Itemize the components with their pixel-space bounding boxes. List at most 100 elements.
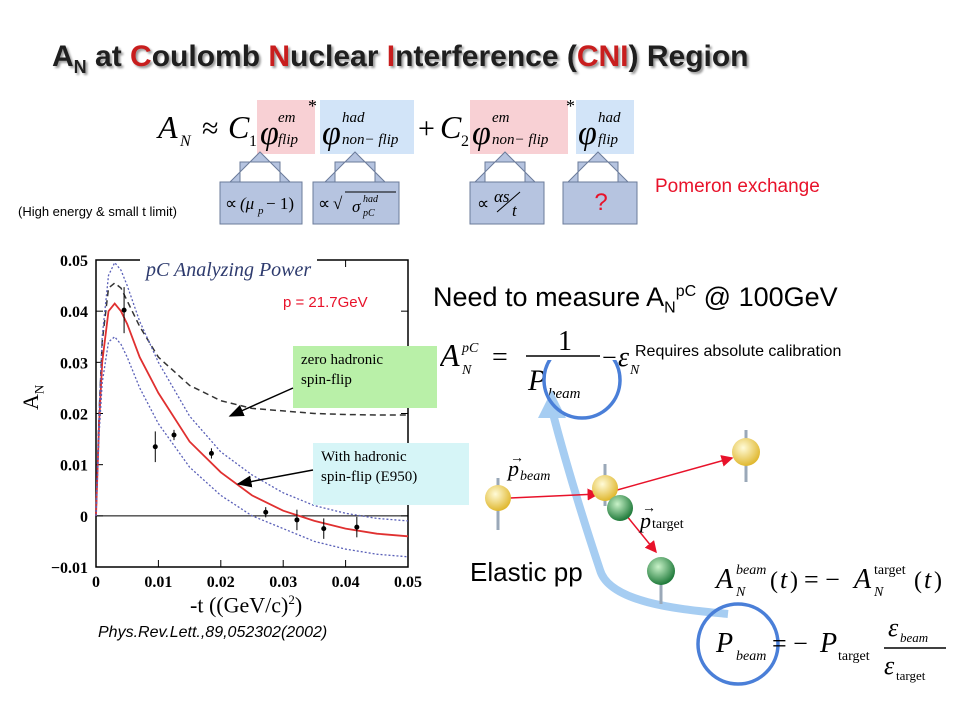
momentum-label: p = 21.7GeV [283,294,368,311]
svg-text:P: P [527,364,546,397]
target-proton [607,495,633,521]
svg-text:=: = [492,342,508,373]
scattered-proton-a [592,475,618,501]
svg-text:A: A [714,564,734,595]
data-point [208,450,214,456]
svg-text:→: → [510,451,524,466]
svg-text:(: ( [914,568,922,594]
x-axis-label: -t ((GeV/c)2) [190,592,303,618]
svg-text:N: N [629,363,640,378]
x-tick-label: 0.02 [207,574,235,591]
data-point [121,307,127,313]
svg-text:N: N [179,133,192,150]
svg-text:pC: pC [461,341,479,356]
svg-text:− 1): − 1) [266,194,294,213]
svg-text:≈: ≈ [202,112,218,145]
svg-text:1: 1 [249,133,257,150]
svg-text:target: target [652,517,684,532]
svg-text:φ: φ [578,115,597,152]
limit-note: (High energy & small t limit) [18,204,177,219]
y-tick-label: 0.03 [60,355,88,372]
data-point [171,432,177,438]
svg-text:beam: beam [900,630,928,645]
svg-text:t: t [924,565,932,594]
svg-text:→: → [642,501,656,516]
page-title: AN at Coulomb Nuclear Interference (CNI)… [52,40,749,77]
y-tick-label: 0.01 [60,458,88,475]
data-point [152,444,158,450]
series-line [95,302,409,538]
series-line [95,335,409,558]
unknown-term: ? [594,189,608,216]
reference: Phys.Rev.Lett.,89,052302(2002) [98,624,328,641]
svg-text:non− flip: non− flip [492,132,549,148]
svg-text:σ: σ [352,197,361,216]
series-line [95,282,408,516]
svg-text:1: 1 [558,326,572,357]
y-tick-label: 0.05 [60,253,88,270]
svg-text:*: * [566,96,575,116]
svg-text:A: A [440,337,460,373]
calibration-flow-arrow [548,408,729,618]
svg-text:αs: αs [494,187,510,206]
svg-text:ε: ε [618,342,629,373]
svg-text:N: N [873,585,884,600]
svg-text:t: t [512,201,518,220]
svg-text:N: N [461,363,472,378]
svg-text:C: C [440,109,462,145]
elastic-pp-label: Elastic pp [470,557,583,587]
svg-text:φ: φ [260,115,279,152]
svg-text:): ) [934,568,942,594]
x-tick-label: 0.03 [269,574,297,591]
y-tick-label: 0 [80,509,88,526]
svg-text:target: target [874,563,906,578]
svg-text:non− flip: non− flip [342,132,399,148]
svg-text:2: 2 [461,133,469,150]
pomeron-label: Pomeron exchange [655,176,820,197]
scattered-proton-b [732,438,760,466]
svg-text:had: had [363,194,379,205]
svg-text:em: em [492,110,510,126]
svg-text:): ) [790,568,798,594]
svg-text:p: p [506,456,519,481]
svg-text:−: − [602,343,617,372]
svg-text:N: N [735,585,746,600]
svg-text:C: C [228,109,250,145]
svg-text:target: target [896,668,926,683]
y-tick-label: 0.02 [60,407,88,424]
svg-text:P: P [819,628,837,659]
svg-text:beam: beam [736,649,766,664]
svg-text:had: had [598,110,621,126]
plot-title: pC Analyzing Power [140,259,318,282]
svg-text:beam: beam [736,563,766,578]
svg-text:(μ: (μ [240,194,254,213]
svg-text:∝: ∝ [477,194,489,213]
data-point [321,526,327,532]
svg-text:= −: = − [772,629,808,658]
y-tick-label: 0.04 [60,304,88,321]
x-tick-label: 0.05 [394,574,422,591]
beam-proton [485,485,511,511]
svg-text:flip: flip [598,132,619,148]
svg-text:had: had [342,110,365,126]
svg-text:p: p [638,508,651,533]
p-beam-highlight-bottom [696,602,780,686]
need-to-measure: Need to measure ANpC @ 100GeV [433,282,838,317]
series-line [95,261,409,522]
y-axis-label: AN [18,384,47,410]
svg-text:+: + [418,112,435,145]
recoil-proton [647,557,675,585]
svg-text:ε: ε [888,613,899,642]
data-point [354,524,360,530]
y-tick-label: −0.01 [51,560,88,577]
calibration-note: Requires absolute calibration [635,343,842,360]
svg-text:∝: ∝ [318,194,330,213]
svg-text:√: √ [333,194,343,213]
